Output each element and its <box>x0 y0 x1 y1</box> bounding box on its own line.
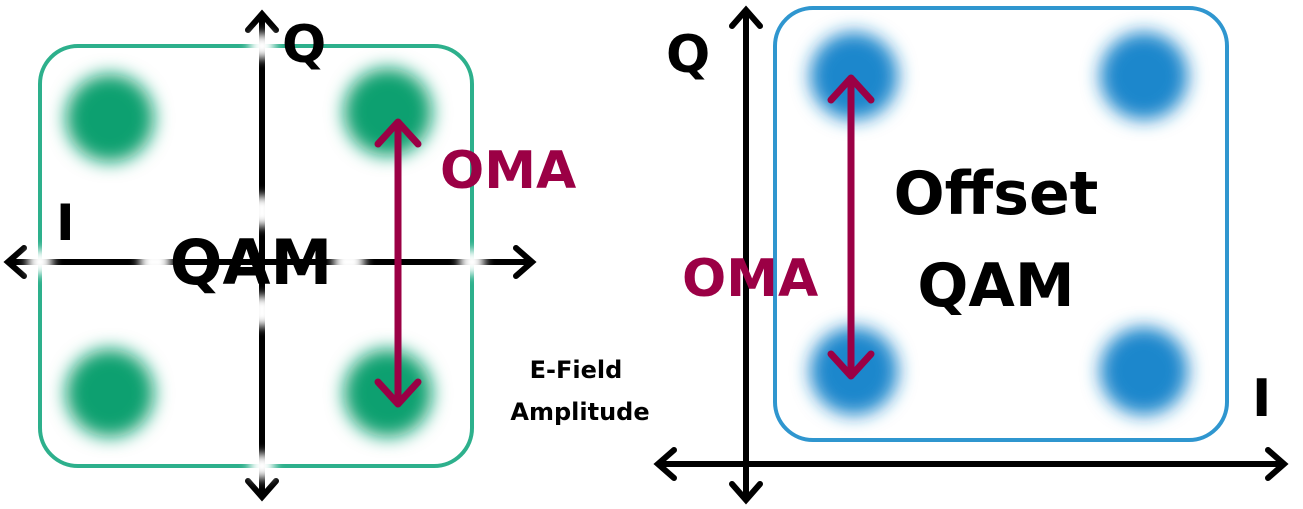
offset-q-axis-arrow-top <box>729 5 763 29</box>
qam-oma-arrow-bottom <box>374 378 422 408</box>
offset-qam-title-line2: QAM <box>917 251 1074 321</box>
offset-qam-panel: Q I OMA Offset QAM <box>653 5 1289 505</box>
offset-point-bottom-right <box>1100 327 1188 415</box>
qam-point-bottom-left <box>66 349 154 437</box>
offset-qam-constellation-box <box>773 6 1229 442</box>
qam-q-axis-arrow-top <box>245 9 279 33</box>
offset-oma-label: OMA <box>682 249 818 309</box>
qam-oma-arrow-top <box>374 118 422 148</box>
offset-i-axis-arrow-right <box>1265 447 1289 481</box>
qam-oma-label: OMA <box>440 141 576 201</box>
qam-i-label: I <box>56 194 75 252</box>
qam-point-top-left <box>66 74 154 162</box>
offset-q-label: Q <box>666 25 710 85</box>
e-field-amplitude-label: E-Field Amplitude <box>510 356 649 426</box>
qam-i-axis-arrow-right <box>513 245 537 279</box>
offset-point-top-right <box>1100 32 1188 120</box>
qam-title: QAM <box>170 226 332 299</box>
offset-q-axis-arrow-bottom <box>729 481 763 505</box>
qam-q-label: Q <box>282 15 326 75</box>
offset-i-label: I <box>1252 369 1271 429</box>
center-label-line1: E-Field <box>530 356 623 384</box>
offset-i-axis-arrow-left <box>653 447 677 481</box>
qam-q-axis-arrow-bottom <box>245 478 279 502</box>
offset-oma-arrow-bottom <box>827 350 875 380</box>
qam-i-axis-arrow-left <box>3 245 27 279</box>
offset-qam-title-line1: Offset <box>894 159 1099 229</box>
offset-oma-arrow-top <box>827 74 875 104</box>
center-label-line2: Amplitude <box>510 398 649 426</box>
qam-panel: Q I QAM OMA <box>3 9 576 502</box>
